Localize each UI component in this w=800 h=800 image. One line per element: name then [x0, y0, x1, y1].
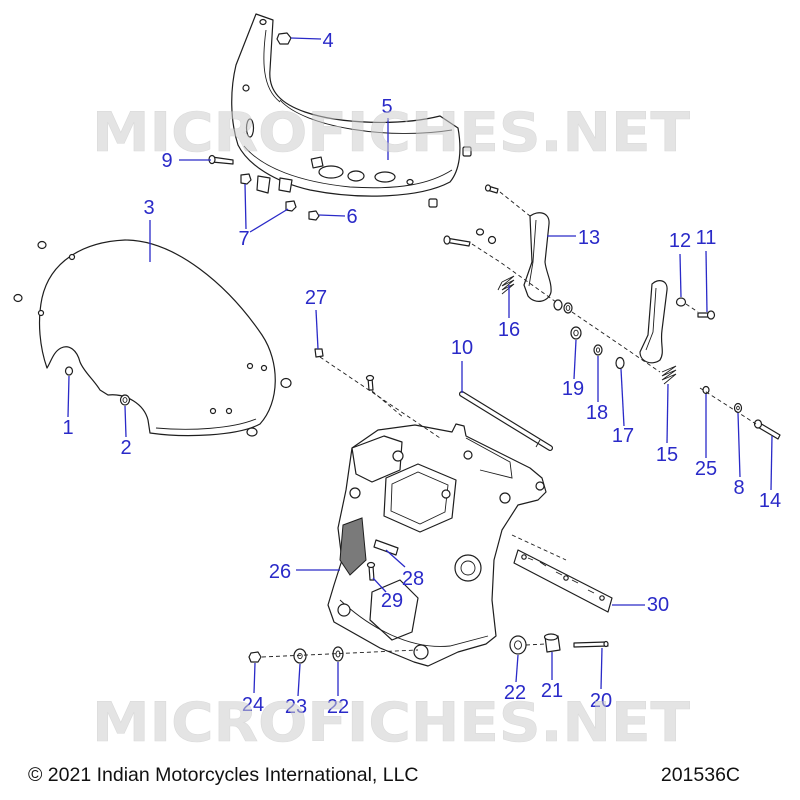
- callout-4: 4: [322, 30, 333, 52]
- callout-27: 27: [305, 287, 327, 309]
- callout-20: 20: [590, 690, 612, 712]
- callout-10: 10: [451, 337, 473, 359]
- assembly-lines: [261, 191, 757, 658]
- part-18-washer: [593, 344, 603, 356]
- callout-7: 7: [238, 228, 249, 250]
- bracket-hardware: [443, 228, 573, 314]
- callout-labels: 1 2 3 4 5 6 7 8 9 10 11 12 13 14 15 16 1…: [62, 30, 781, 718]
- part-14-bolt: [753, 419, 781, 440]
- callout-17: 17: [612, 425, 634, 447]
- part-28-clip: [373, 539, 399, 556]
- right-bracket: [639, 280, 668, 364]
- callout-11: 11: [696, 227, 717, 249]
- part-1-rivet: [64, 366, 74, 376]
- callout-14: 14: [759, 490, 781, 512]
- part-9-bolt: [208, 154, 234, 165]
- callout-18: 18: [586, 402, 608, 424]
- callout-3: 3: [143, 197, 154, 219]
- part-13-bracket: [523, 212, 552, 302]
- callout-29: 29: [381, 590, 403, 612]
- callout-9: 9: [161, 150, 172, 172]
- frame-bolt: [365, 374, 375, 391]
- part-24-nut: [248, 651, 262, 663]
- part-windshield: [37, 239, 276, 437]
- part-17-washer: [615, 356, 625, 370]
- callout-12: 12: [669, 230, 691, 252]
- part-12-nut: [675, 297, 687, 307]
- callout-19: 19: [562, 378, 584, 400]
- part-20-pin: [573, 640, 609, 648]
- callout-1: 1: [62, 417, 73, 439]
- callout-15: 15: [656, 444, 678, 466]
- callout-21: 21: [541, 680, 563, 702]
- callout-24: 24: [242, 694, 264, 716]
- callout-25: 25: [695, 458, 717, 480]
- callout-8: 8: [733, 477, 744, 499]
- part-22-grommet-right: [509, 635, 527, 655]
- callout-16: 16: [498, 319, 520, 341]
- part-25-washer: [702, 385, 710, 395]
- part-10-rod: [459, 391, 553, 451]
- part-19-bushing: [570, 326, 582, 340]
- part-4-nut: [276, 32, 292, 45]
- callout-5: 5: [381, 96, 392, 118]
- part-upper-bracket: [231, 13, 461, 197]
- copyright-text: © 2021 Indian Motorcycles International,…: [28, 764, 419, 786]
- part-30-trim-strip: [513, 549, 613, 613]
- part-8-washer: [733, 402, 743, 414]
- part-11-bolt: [697, 310, 716, 320]
- diagram-id: 201536C: [661, 764, 740, 786]
- callout-22-right: 22: [504, 682, 526, 704]
- bracket-nuts: [428, 146, 499, 208]
- part-6-nut: [308, 210, 320, 221]
- callout-26: 26: [269, 561, 291, 583]
- callout-28: 28: [402, 568, 424, 590]
- part-2-washer: [119, 394, 131, 406]
- callout-2: 2: [120, 437, 131, 459]
- windshield-grommets: [13, 240, 292, 437]
- part-21-bushing: [543, 633, 561, 653]
- callout-6: 6: [346, 206, 357, 228]
- callout-13: 13: [578, 227, 600, 249]
- callout-23: 23: [285, 696, 307, 718]
- part-26-main-frame: [327, 423, 547, 667]
- part-23-washer: [293, 648, 307, 664]
- leader-lines: [67, 37, 773, 697]
- callout-30: 30: [647, 594, 669, 616]
- part-7-fasteners: [240, 173, 297, 212]
- callout-22-left: 22: [327, 696, 349, 718]
- part-16-spring: [497, 275, 515, 295]
- part-15-spring: [661, 365, 677, 385]
- part-27-rivet: [314, 348, 324, 358]
